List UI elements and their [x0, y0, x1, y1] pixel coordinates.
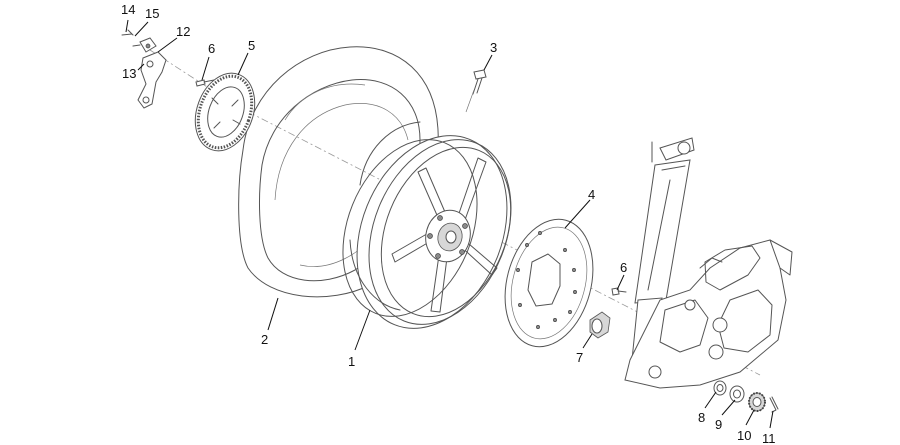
washer: [713, 380, 727, 396]
spacer: [589, 311, 611, 339]
wheel-hub: [425, 209, 471, 263]
cotter-pin: [769, 396, 779, 413]
callout-15: 15: [145, 6, 159, 21]
callout-labels: 1 2 3 4 5 6 6 7 8 9 10 11 12 13 14 15: [121, 2, 776, 445]
swingarm-caliper: [624, 239, 793, 389]
callout-6-lower: 6: [620, 260, 627, 275]
brake-disc: [504, 218, 594, 348]
callout-2: 2: [261, 332, 268, 347]
leader-lines: [125, 19, 774, 429]
bushing: [729, 385, 745, 403]
callout-13: 13: [122, 66, 136, 81]
speed-sensor-bracket: [121, 29, 167, 109]
callout-5: 5: [248, 38, 255, 53]
callout-1: 1: [348, 354, 355, 369]
callout-3: 3: [490, 40, 497, 55]
callout-6-upper: 6: [208, 41, 215, 56]
callout-8: 8: [698, 410, 705, 425]
callout-9: 9: [715, 417, 722, 432]
wheel-rim: [342, 121, 512, 329]
screw-upper: [195, 79, 215, 87]
callout-4: 4: [588, 187, 595, 202]
callout-12: 12: [176, 24, 190, 39]
callout-14: 14: [121, 2, 135, 17]
screw-lower: [611, 287, 627, 296]
tyre-valve: [465, 69, 487, 113]
callout-10: 10: [737, 428, 751, 443]
callout-7: 7: [576, 350, 583, 365]
callout-11: 11: [762, 431, 776, 445]
axle-nut: [748, 392, 766, 412]
abs-tone-ring: [194, 72, 256, 152]
shock-absorber: [631, 137, 695, 361]
